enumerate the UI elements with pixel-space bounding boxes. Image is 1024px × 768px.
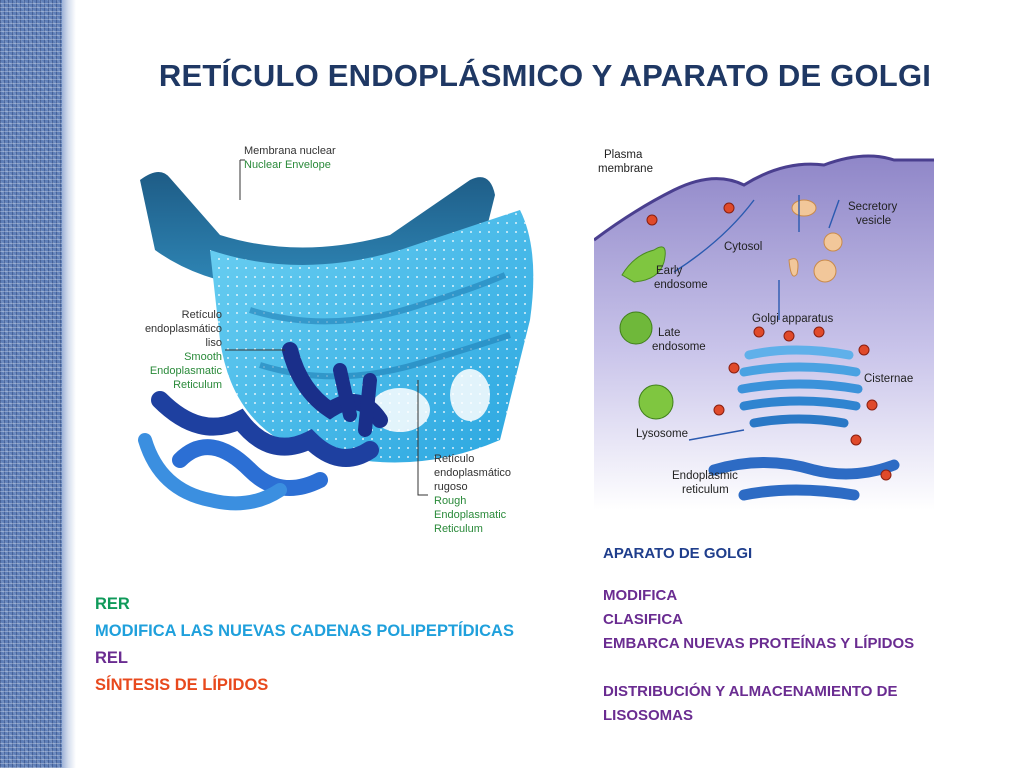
- rer-description: MODIFICA LAS NUEVAS CADENAS POLIPEPTÍDIC…: [95, 622, 514, 640]
- golgi-item-modifica: MODIFICA: [603, 587, 678, 604]
- label-plasma-2: membrane: [598, 163, 653, 175]
- transport-arrows: [673, 195, 840, 441]
- golgi-item-clasifica: CLASIFICA: [603, 611, 683, 628]
- label-smooth-es-3: liso: [205, 337, 222, 349]
- label-golgi: Golgi apparatus: [752, 313, 833, 325]
- late-endosome: [619, 311, 653, 345]
- rel-description: SÍNTESIS DE LÍPIDOS: [95, 676, 269, 694]
- slide-title: RETÍCULO ENDOPLÁSMICO Y APARATO DE GOLGI: [158, 58, 932, 93]
- label-cisternae: Cisternae: [864, 373, 913, 385]
- label-rough-es-2: endoplasmático: [434, 467, 511, 479]
- label-secretory-1: Secretory: [848, 201, 897, 213]
- label-nuclear-en: Nuclear Envelope: [244, 159, 331, 171]
- label-late-2: endosome: [652, 341, 706, 353]
- secretory-vesicles: [788, 199, 843, 283]
- label-early-1: Early: [656, 265, 682, 277]
- er-tubes: [708, 457, 900, 501]
- plasma-membrane-line: [594, 154, 934, 242]
- label-rough-en-3: Reticulum: [434, 523, 483, 535]
- label-smooth-en-2: Endoplasmatic: [150, 365, 223, 377]
- label-rough-es-1: Retículo: [434, 453, 474, 465]
- transport-vesicles: [646, 202, 892, 481]
- er-hole-2: [450, 369, 490, 421]
- label-plasma-1: Plasma: [604, 149, 643, 161]
- er-illustration: Membrana nuclear Nuclear Envelope Retícu…: [138, 145, 534, 535]
- label-cytosol: Cytosol: [724, 241, 762, 253]
- decorative-sidebar: [0, 0, 62, 768]
- golgi-cisternae: [737, 345, 863, 428]
- label-early-2: endosome: [654, 279, 708, 291]
- label-smooth-es-2: endoplasmático: [145, 323, 222, 335]
- sidebar-edge: [62, 0, 76, 768]
- early-endosome: [621, 246, 666, 283]
- golgi-item-distribucion-1: DISTRIBUCIÓN Y ALMACENAMIENTO DE: [603, 683, 898, 700]
- label-nuclear-es: Membrana nuclear: [244, 145, 336, 157]
- label-lysosome: Lysosome: [636, 428, 688, 440]
- label-rough-es-3: rugoso: [434, 481, 468, 493]
- label-er-1: Endoplasmic: [672, 470, 738, 482]
- golgi-illustration: Plasma membrane Cytosol Secretory vesicl…: [594, 149, 934, 510]
- rer-label: RER: [95, 595, 130, 613]
- label-rough-en-1: Rough: [434, 495, 466, 507]
- lysosome: [638, 384, 674, 420]
- label-er-2: reticulum: [682, 484, 729, 496]
- label-late-1: Late: [658, 327, 680, 339]
- label-rough-en-2: Endoplasmatic: [434, 509, 507, 521]
- smooth-er-tubules: [138, 342, 388, 511]
- label-smooth-es-1: Retículo: [182, 309, 222, 321]
- golgi-item-distribucion-2: LISOSOMAS: [603, 707, 694, 724]
- label-smooth-en-1: Smooth: [184, 351, 222, 363]
- rel-label: REL: [95, 649, 128, 667]
- golgi-item-embarca: EMBARCA NUEVAS PROTEÍNAS Y LÍPIDOS: [603, 635, 915, 652]
- er-fold-1: [249, 272, 507, 325]
- golgi-heading: APARATO DE GOLGI: [603, 545, 753, 562]
- label-secretory-2: vesicle: [856, 215, 891, 227]
- leader-rough: [417, 380, 428, 496]
- label-smooth-en-3: Reticulum: [173, 379, 222, 391]
